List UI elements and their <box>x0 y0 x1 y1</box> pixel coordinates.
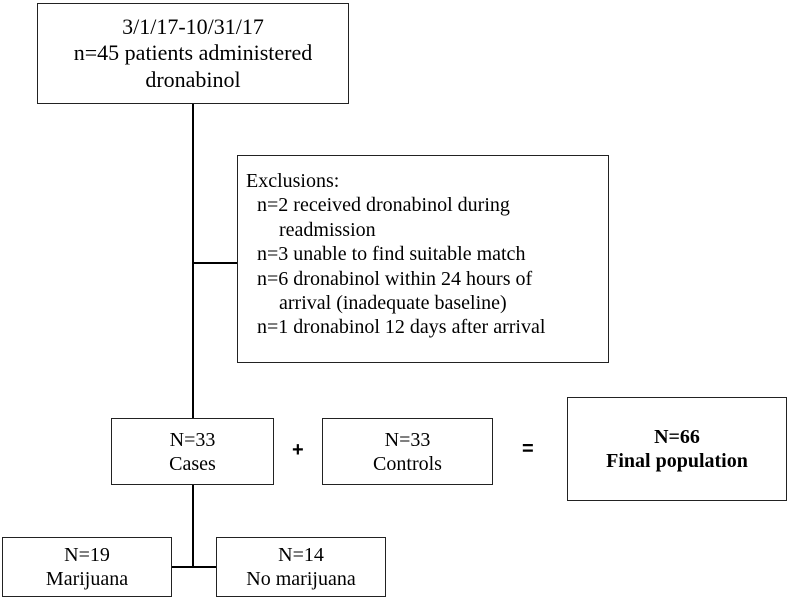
main-vertical-connector <box>192 104 194 418</box>
final-label: Final population <box>606 450 748 472</box>
enrollment-box: 3/1/17-10/31/17 n=45 patients administer… <box>37 3 349 104</box>
no-marijuana-label: No marijuana <box>246 568 356 590</box>
no-marijuana-box: N=14 No marijuana <box>216 537 386 597</box>
exclusion-item: n=2 received dronabinol during <box>257 194 510 217</box>
equals-operator: = <box>522 438 534 460</box>
controls-box: N=33 Controls <box>322 418 493 485</box>
cases-down-connector <box>192 485 194 567</box>
exclusions-heading: Exclusions: <box>246 170 340 192</box>
exclusion-item-continued: arrival (inadequate baseline) <box>279 291 507 314</box>
marijuana-label: Marijuana <box>45 568 129 590</box>
date-range: 3/1/17-10/31/17 <box>122 13 264 39</box>
exclusion-branch-connector <box>192 262 237 264</box>
no-marijuana-count: N=14 <box>278 544 324 566</box>
exclusion-item: n=1 dronabinol 12 days after arrival <box>257 316 546 339</box>
controls-count: N=33 <box>384 428 431 451</box>
final-population-box: N=66 Final population <box>567 397 787 501</box>
cases-box: N=33 Cases <box>111 418 274 485</box>
plus-operator: + <box>292 439 304 461</box>
exclusion-item: n=3 unable to find suitable match <box>257 243 526 266</box>
enrollment-count: n=45 patients administered <box>73 40 313 66</box>
subgroup-branch-connector <box>172 566 216 568</box>
cases-label: Cases <box>169 452 216 475</box>
exclusion-item-continued: readmission <box>279 218 376 241</box>
enrollment-drug: dronabinol <box>145 66 241 92</box>
final-count: N=66 <box>654 426 700 448</box>
cases-count: N=33 <box>169 428 216 451</box>
marijuana-box: N=19 Marijuana <box>2 537 172 597</box>
controls-label: Controls <box>373 452 442 475</box>
exclusion-item: n=6 dronabinol within 24 hours of <box>257 267 533 290</box>
marijuana-count: N=19 <box>64 544 110 566</box>
exclusions-box: Exclusions: n=2 received dronabinol duri… <box>237 155 609 363</box>
